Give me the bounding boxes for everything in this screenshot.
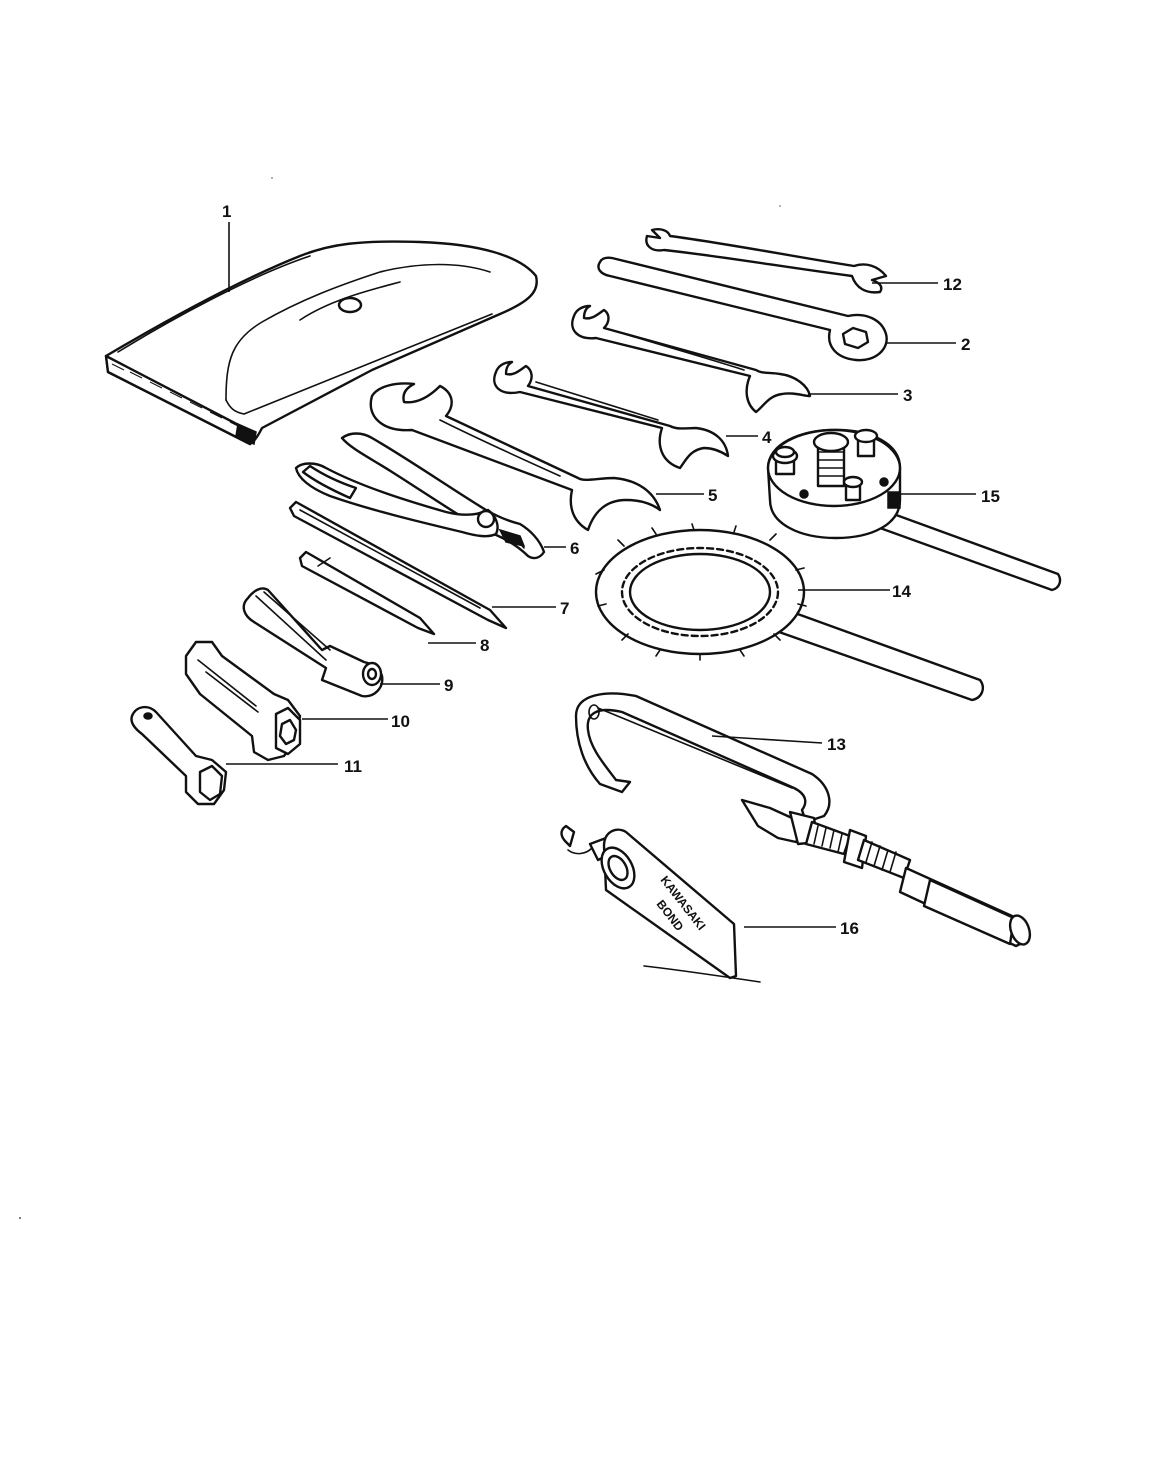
callout-3: 3 [903,386,912,405]
screwdriver-phillips [298,550,436,636]
small-box-spanner [130,705,228,806]
callout-15: 15 [981,487,1000,506]
hub-holder-tool [766,428,1062,592]
callout-13: 13 [827,735,846,754]
callout-8: 8 [480,636,489,655]
ring-spanner [597,256,888,362]
screwdriver-handle [242,587,384,698]
callout-14: 14 [892,582,911,601]
callout-4: 4 [762,428,772,447]
callout-9: 9 [444,676,453,695]
scan-specks [19,177,781,1219]
open-end-spanner-3 [571,304,812,414]
callout-7: 7 [560,599,569,618]
callout-11: 11 [344,757,362,776]
callout-12: 12 [943,275,962,294]
leader-lines [226,222,976,928]
large-open-end-spanner [369,382,662,532]
callout-16: 16 [840,919,859,938]
adhesive-tube: KAWASAKI BOND [560,824,761,983]
clutch-holder-tool [594,523,984,702]
tool-bag [104,240,538,446]
open-end-spanner-4 [493,360,730,470]
callout-10: 10 [391,712,410,731]
callout-6: 6 [570,539,579,558]
callout-1: 1 [222,202,231,221]
callout-numbers: 1 2 3 4 5 6 7 8 9 10 11 12 13 14 15 16 [222,202,1000,938]
box-spanner [184,640,302,762]
pliers [294,432,546,560]
callout-2: 2 [961,335,970,354]
callout-5: 5 [708,486,717,505]
screwdriver-flat [288,500,508,630]
c-clamp-tool [574,692,1032,948]
